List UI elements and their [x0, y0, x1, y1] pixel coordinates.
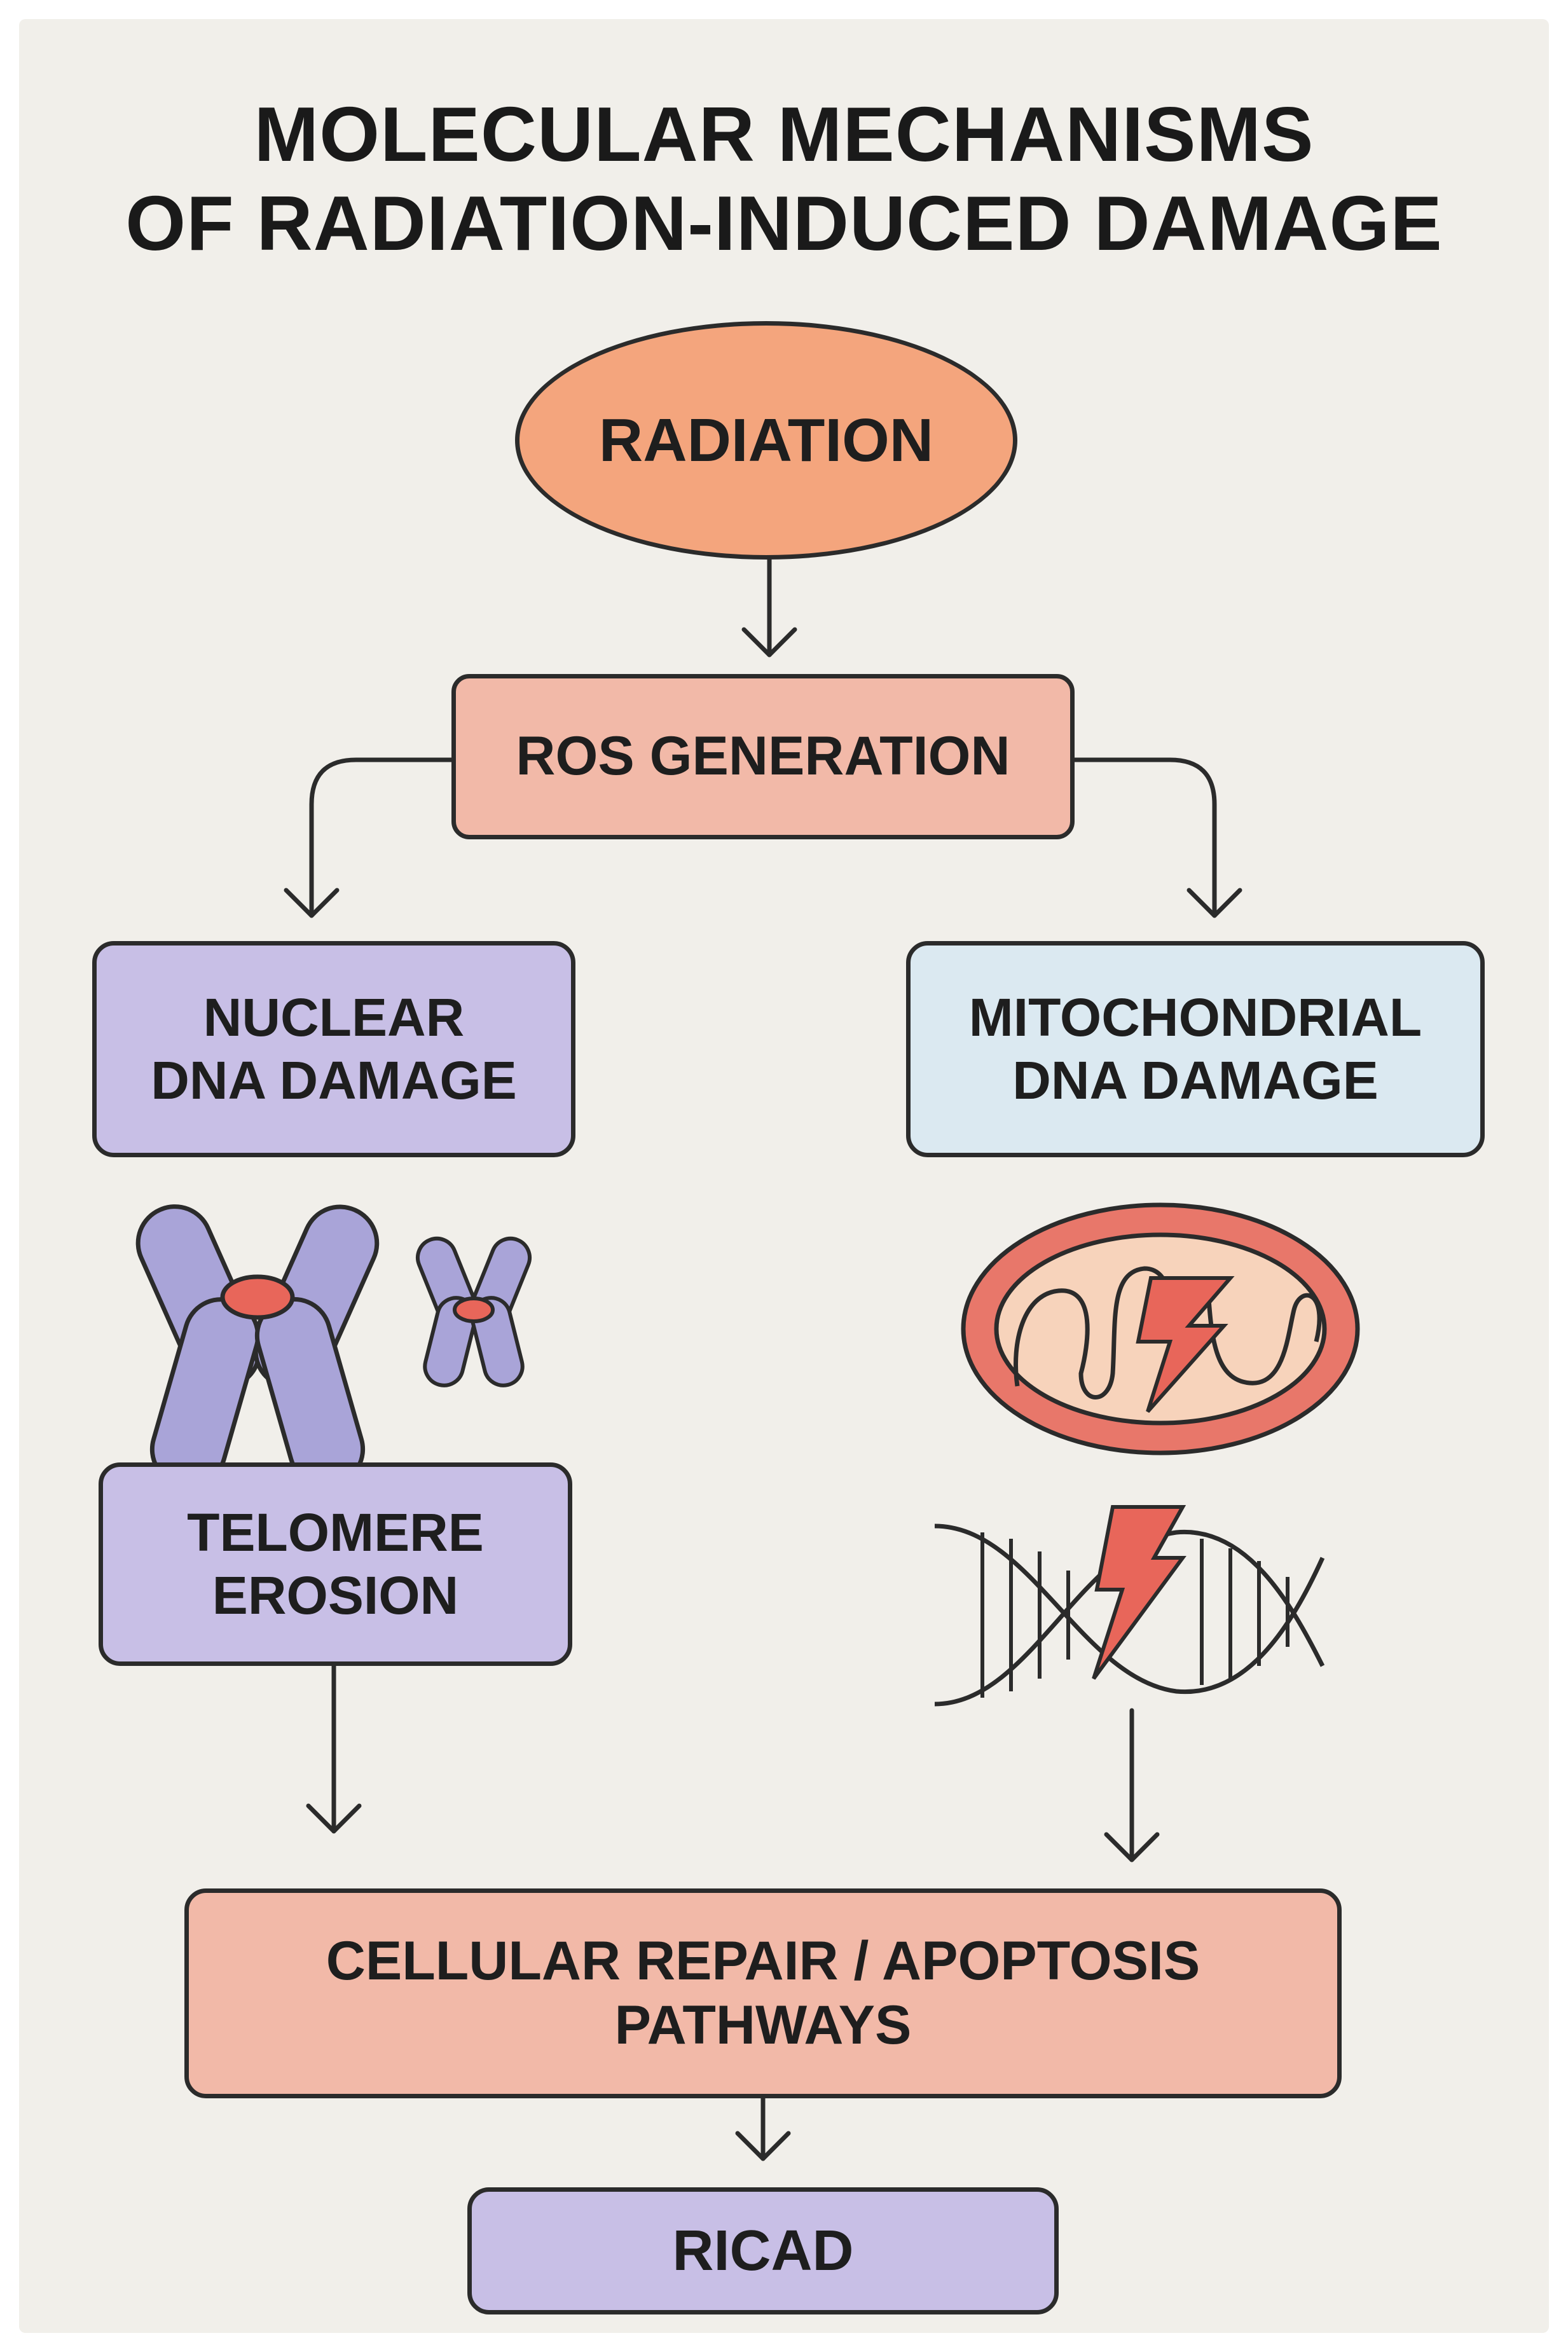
mitochondrial-dna-damage-node: MITOCHONDRIAL DNA DAMAGE — [906, 941, 1485, 1157]
ros-generation-node: ROS GENERATION — [451, 674, 1075, 839]
ricad-label: RICAD — [672, 2218, 854, 2283]
nuclear-label-line-1: NUCLEAR — [203, 987, 465, 1047]
chromosome-large-icon — [135, 1204, 380, 1489]
arrow-radiation-to-ros — [741, 557, 797, 657]
mito-label-line-2: DNA DAMAGE — [1012, 1050, 1379, 1110]
radiation-label: RADIATION — [598, 406, 934, 474]
ros-label: ROS GENERATION — [516, 726, 1010, 787]
telomere-label-line-2: EROSION — [212, 1565, 459, 1625]
title-line-1: MOLECULAR MECHANISMS — [254, 91, 1314, 177]
nuclear-label-line-2: DNA DAMAGE — [151, 1050, 517, 1110]
telomere-erosion-node: TELOMERE EROSION — [99, 1462, 572, 1666]
repair-label-line-1: CELLULAR REPAIR / APOPTOSIS — [326, 1930, 1200, 1991]
nuclear-dna-damage-node: NUCLEAR DNA DAMAGE — [92, 941, 575, 1157]
dna-helix-lightning-icon — [934, 1505, 1325, 1707]
title-line-2: OF RADIATION-INDUCED DAMAGE — [125, 180, 1443, 266]
chromosome-small-icon — [416, 1236, 532, 1387]
arrow-telomere-to-repair — [306, 1663, 362, 1834]
arrow-dna-to-repair — [1104, 1708, 1160, 1862]
ricad-node: RICAD — [467, 2187, 1059, 2314]
repair-label-line-2: PATHWAYS — [614, 1995, 912, 2056]
arrow-ros-to-nuclear — [284, 757, 454, 918]
repair-apoptosis-node: CELLULAR REPAIR / APOPTOSIS PATHWAYS — [184, 1888, 1342, 2098]
telomere-label-line-1: TELOMERE — [187, 1502, 484, 1562]
mito-label-line-1: MITOCHONDRIAL — [968, 987, 1422, 1047]
arrow-repair-to-ricad — [735, 2096, 791, 2161]
arrow-ros-to-mito — [1072, 757, 1242, 918]
radiation-node: RADIATION — [515, 321, 1017, 560]
mitochondrion-lightning-icon — [961, 1202, 1360, 1455]
